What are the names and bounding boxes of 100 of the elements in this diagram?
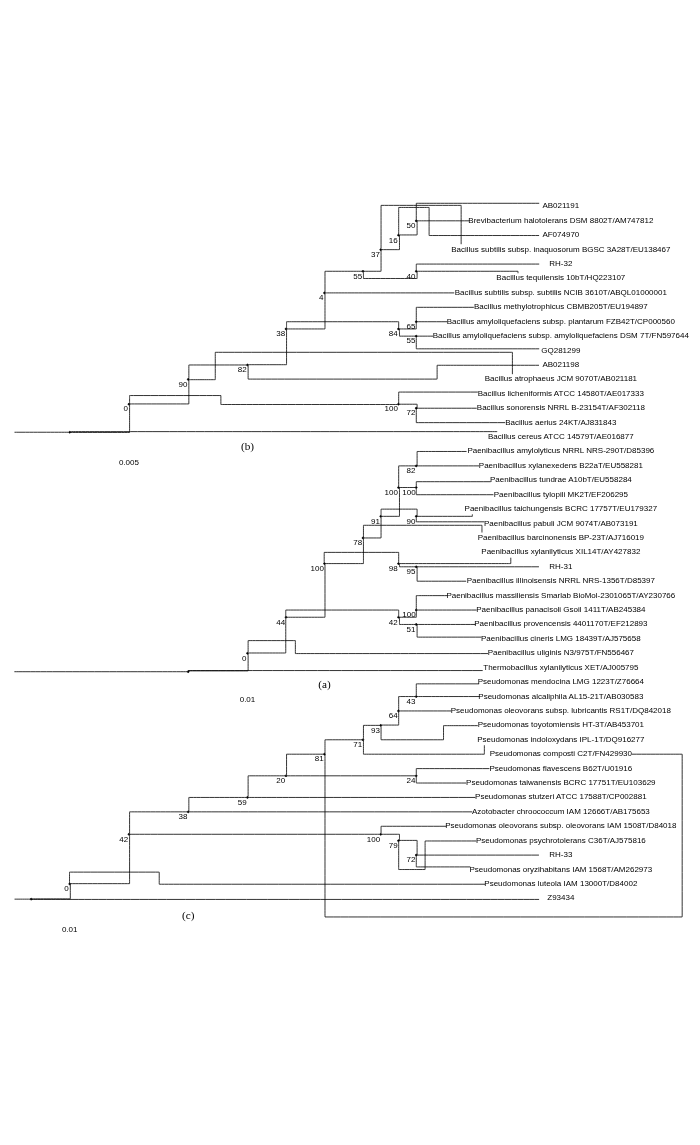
node-text: Pseudomonas toyotomiensis HT-3T/AB453701 — [477, 719, 645, 729]
node-point — [186, 810, 190, 813]
connector — [415, 767, 490, 775]
label: (a) — [318, 677, 331, 690]
connector — [415, 480, 492, 487]
connector — [416, 565, 540, 567]
connector — [399, 616, 416, 625]
connector — [188, 810, 473, 812]
node-text: RH-31 — [549, 561, 573, 571]
node-label: 50 — [406, 220, 416, 230]
connector — [415, 487, 494, 495]
node-point — [361, 738, 365, 741]
connector — [31, 898, 540, 900]
node-label: 42 — [388, 617, 398, 627]
node-text: AF074970 — [542, 229, 580, 239]
connector — [248, 617, 287, 653]
connector — [129, 394, 398, 405]
connector — [70, 404, 130, 433]
node-point — [284, 615, 288, 618]
connector — [247, 796, 476, 798]
node-text: Paenibacillus barcinonensis BP-23T/AJ716019 — [477, 532, 645, 542]
connector — [286, 563, 326, 618]
connector — [399, 321, 417, 329]
node-label: 82 — [406, 465, 416, 475]
connector — [415, 306, 475, 321]
node-text: Pseudomonas oryzihabitans IAM 1568T/AM262973 — [469, 864, 653, 874]
connector — [129, 810, 188, 834]
node-point — [414, 622, 418, 626]
connector — [187, 669, 484, 671]
node-text: Bacillus atrophaeus JCM 9070T/AB021181 — [484, 373, 638, 383]
connector — [399, 839, 418, 855]
node-label: 90 — [178, 379, 188, 389]
connector — [416, 335, 434, 337]
node-label: 55 — [406, 335, 416, 345]
connector — [381, 234, 400, 250]
node-text: Paenibacillus provencensis 4401170T/EF212893 — [474, 618, 648, 628]
node-text: Pseudomonas psychrotolerans C36T/AJ575816 — [475, 835, 646, 845]
connector — [416, 465, 480, 466]
label: 0.01 — [239, 694, 256, 704]
label: 0.005 — [118, 457, 139, 467]
connector — [381, 833, 400, 841]
connector — [416, 623, 476, 625]
node-label: 16 — [388, 235, 398, 245]
node-text: Bacillus methylotrophicus CBMB205T/EU194897 — [473, 301, 648, 311]
node-label: 37 — [371, 249, 380, 259]
node-point — [284, 774, 288, 777]
node-point — [414, 406, 418, 409]
node-text: Pseudomonas mendocina LMG 1223T/Z76664 — [477, 676, 645, 686]
connector — [188, 796, 247, 812]
connector — [363, 739, 485, 755]
node-text: Paenibacillus illinoisensis NRRL NRS-1356T/D85397 — [466, 575, 655, 585]
node-point — [414, 774, 418, 777]
node-label: 20 — [276, 775, 286, 785]
node-point — [246, 651, 249, 655]
label: (c) — [181, 908, 195, 921]
node-label: 0 — [241, 653, 247, 663]
node-point — [127, 402, 131, 405]
connector — [380, 724, 479, 740]
node-point — [29, 897, 33, 900]
node-point — [414, 565, 418, 568]
node-text: Bacillus tequilensis 10bT/HQ223107 — [496, 272, 626, 282]
node-text: Paenibacillus cineris LMG 18439T/AJ575658 — [481, 633, 641, 643]
node-point — [397, 327, 400, 330]
node-text: GQ281299 — [541, 345, 581, 355]
node-text: Pseudomonas composti C2T/FN429930 — [489, 748, 632, 758]
node-text: Paenibacillus massiliensis Smarlab BioMol-2301065T/AY230766 — [446, 590, 676, 600]
node-text: Bacillus cereus ATCC 14579T/AE016877 — [487, 431, 634, 441]
node-label: 72 — [406, 408, 416, 417]
connector — [398, 391, 479, 403]
node-text: RH-33 — [549, 849, 573, 859]
node-label: 51 — [406, 624, 416, 634]
connector — [324, 738, 363, 754]
node-text: Paenibacillus tundrae A10bT/EU558284 — [489, 474, 632, 484]
node-text: Paenibacillus tylopili MK2T/EF206295 — [493, 489, 628, 499]
node-point — [323, 752, 326, 755]
connector — [380, 204, 462, 249]
node-point — [379, 832, 382, 836]
node-point — [361, 536, 365, 539]
node-text: AB021198 — [542, 359, 580, 369]
node-point — [379, 514, 382, 518]
connector — [69, 871, 486, 885]
node-label: 82 — [237, 364, 247, 374]
connector — [363, 270, 418, 279]
node-label: 55 — [353, 271, 363, 281]
node-label: 38 — [178, 811, 188, 821]
connector — [381, 486, 400, 517]
node-label: 100 — [402, 487, 416, 497]
node-point — [246, 363, 249, 366]
connector — [415, 516, 485, 522]
connector — [14, 898, 31, 900]
connector — [188, 351, 513, 380]
node-label: 90 — [406, 516, 416, 526]
node-text: Paenibacillus uliginis N3/975T/FN556467 — [487, 647, 635, 657]
node-text: Bacillus subtilis subsp. subtilis NCIB 3610T/ABQL01000001 — [454, 287, 667, 297]
node-text: Paenibacillus xylanilyticus XIL14T/AY427832 — [481, 546, 641, 556]
node-label: 100 — [402, 609, 416, 619]
connector — [416, 450, 467, 466]
node-point — [414, 464, 418, 467]
connector — [363, 724, 381, 739]
node-text: Pseudomonas taiwanensis BCRC 17751T/EU103629 — [466, 777, 656, 787]
